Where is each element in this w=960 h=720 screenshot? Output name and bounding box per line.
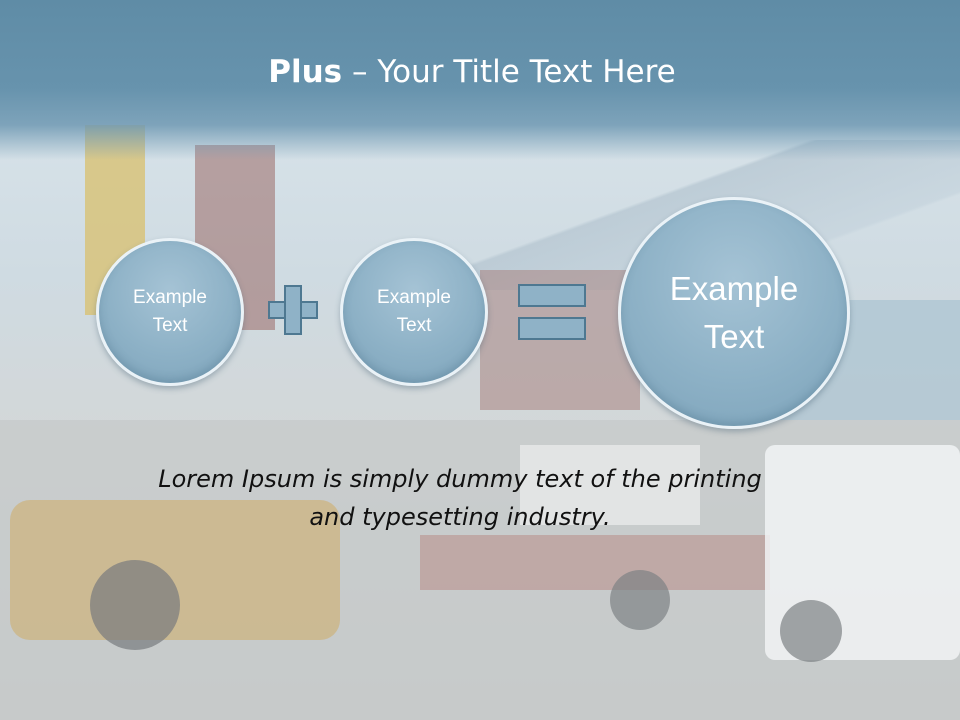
circle-2-text: Example Text	[359, 284, 469, 340]
circle-3-text: Example Text	[649, 265, 819, 361]
body-line-2: and typesetting industry.	[309, 503, 611, 531]
circle-1-line1: Example	[133, 287, 207, 308]
example-circle-1[interactable]: Example Text	[96, 238, 244, 386]
background-cargo	[520, 445, 700, 525]
background-wheel	[780, 600, 842, 662]
background-trailer	[420, 535, 770, 590]
circle-2-line1: Example	[377, 287, 451, 308]
circle-3-line2: Text	[703, 318, 765, 355]
equals-icon	[518, 284, 586, 340]
body-line-1: Lorem Ipsum is simply dummy text of the …	[158, 465, 762, 493]
example-circle-2[interactable]: Example Text	[340, 238, 488, 386]
example-circle-result[interactable]: Example Text	[618, 197, 850, 429]
title-band	[0, 0, 960, 160]
body-text[interactable]: Lorem Ipsum is simply dummy text of the …	[100, 460, 820, 536]
title-bold: Plus	[268, 54, 343, 90]
circle-2-line2: Text	[396, 315, 432, 336]
plus-icon	[268, 285, 318, 335]
background-wheel	[610, 570, 670, 630]
circle-3-line1: Example	[669, 270, 799, 307]
circle-1-text: Example Text	[115, 284, 225, 340]
slide-title[interactable]: Plus – Your Title Text Here	[0, 54, 944, 90]
background-wheel	[90, 560, 180, 650]
circle-1-line2: Text	[152, 315, 188, 336]
title-rest: – Your Title Text Here	[342, 54, 676, 90]
